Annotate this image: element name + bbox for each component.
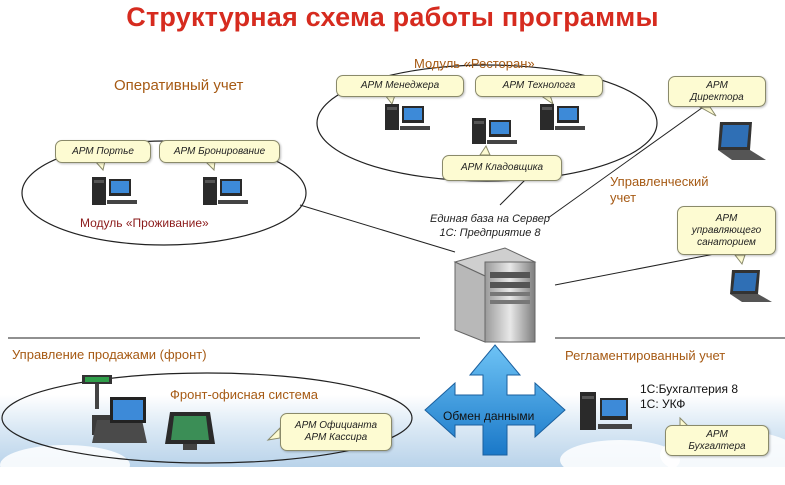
callout-pointer [698, 106, 717, 117]
desktop-computer-icon [92, 177, 137, 205]
callout-pointer [266, 426, 281, 441]
callout-pointer [733, 254, 746, 266]
accommodation-module-label: Модуль «Проживание» [80, 216, 209, 230]
accounting-software-label: 1С:Бухгалтерия 8 1С: УКФ [640, 382, 738, 412]
database-label-line2: 1С: Предприятие 8 [439, 227, 541, 239]
callout-waiter-cashier-workstation: АРМ Официанта АРМ Кассира [280, 413, 392, 451]
page-title: Структурная схема работы программы [126, 2, 659, 32]
accounting-software-line2: 1С: УКФ [640, 397, 686, 411]
operational-accounting-label: Оперативный учет [114, 77, 244, 94]
front-office-ellipse [1, 372, 413, 464]
callout-pointer [479, 144, 491, 156]
laptop-icon [718, 122, 766, 160]
diagram-canvas [1, 64, 785, 464]
touch-terminal-icon [165, 412, 215, 450]
callout-technologist-workstation: АРМ Технолога [475, 75, 603, 97]
cashier-workstation-label: АРМ Кассира [304, 432, 368, 443]
restaurant-module-label: Модуль «Ресторан» [414, 56, 535, 71]
regulated-accounting-label: Регламентированный учет [565, 348, 726, 363]
desktop-computer-icon [203, 177, 248, 205]
database-label-line1: Единая база на Сервер [429, 213, 550, 225]
desktop-computer-icon [472, 118, 517, 144]
data-exchange-label: Обмен данными [443, 409, 535, 423]
desktop-computer-icon [580, 392, 632, 430]
connector-line [547, 94, 721, 219]
desktop-computer-icon [385, 104, 430, 130]
callout-porter-workstation: АРМ Портье [55, 140, 151, 163]
connector-line [299, 204, 456, 253]
callout-manager-workstation: АРМ Менеджера [336, 75, 464, 97]
laptop-icon [730, 270, 772, 302]
callout-accountant-workstation: АРМ Бухгалтера [665, 425, 769, 456]
restaurant-module-ellipse [316, 64, 658, 182]
data-exchange-arrow-icon [424, 344, 566, 456]
callout-sanatorium-manager-workstation: АРМ управляющего санаторием [677, 206, 776, 255]
server-icon [453, 247, 537, 343]
front-office-label: Фронт-офисная система [170, 387, 319, 402]
desktop-computer-icon [540, 104, 585, 130]
callout-booking-workstation: АРМ Бронирование [159, 140, 280, 163]
pos-terminal-icon [82, 375, 147, 443]
database-label: Единая база на Сервер 1С: Предприятие 8 [428, 212, 552, 240]
waiter-workstation-label: АРМ Официанта [294, 420, 378, 431]
sales-management-label: Управление продажами (фронт) [12, 347, 207, 362]
accounting-software-line1: 1С:Бухгалтерия 8 [640, 382, 738, 396]
callout-storekeeper-workstation: АРМ Кладовщика [442, 155, 562, 181]
connector-line [554, 249, 736, 286]
callout-director-workstation: АРМ Директора [668, 76, 766, 107]
management-accounting-label: Управленческий учет [610, 174, 709, 205]
